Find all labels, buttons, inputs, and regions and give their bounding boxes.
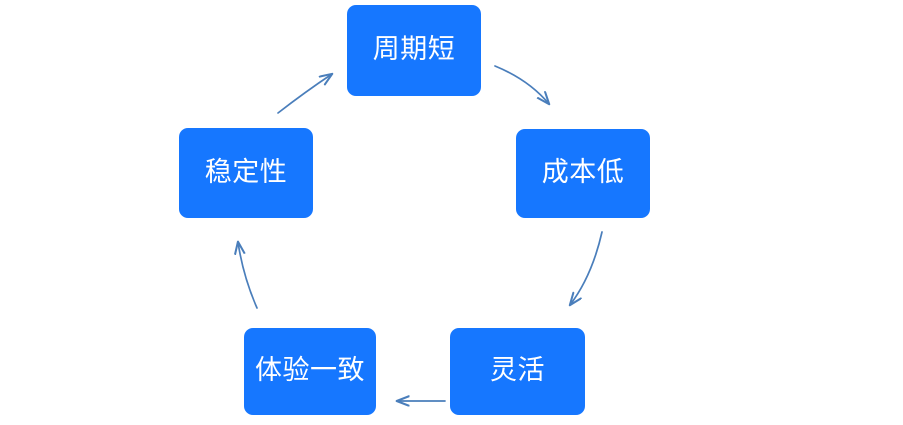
arrow-left-to-top [277,74,332,114]
node-label: 成本低 [541,157,625,188]
node-label: 周期短 [372,34,456,65]
node-stability[interactable]: 稳定性 [179,128,313,218]
arrow-bottomleft-to-left [238,242,258,309]
node-consistent-experience[interactable]: 体验一致 [244,328,376,415]
node-low-cost[interactable]: 成本低 [516,129,650,218]
node-short-cycle[interactable]: 周期短 [347,5,481,96]
node-label: 稳定性 [204,156,288,188]
arrow-top-to-right [494,65,549,104]
node-flexible[interactable]: 灵活 [450,328,585,415]
arrow-right-to-bottomright [570,231,603,305]
node-label: 灵活 [490,355,545,386]
node-label: 体验一致 [255,355,365,386]
